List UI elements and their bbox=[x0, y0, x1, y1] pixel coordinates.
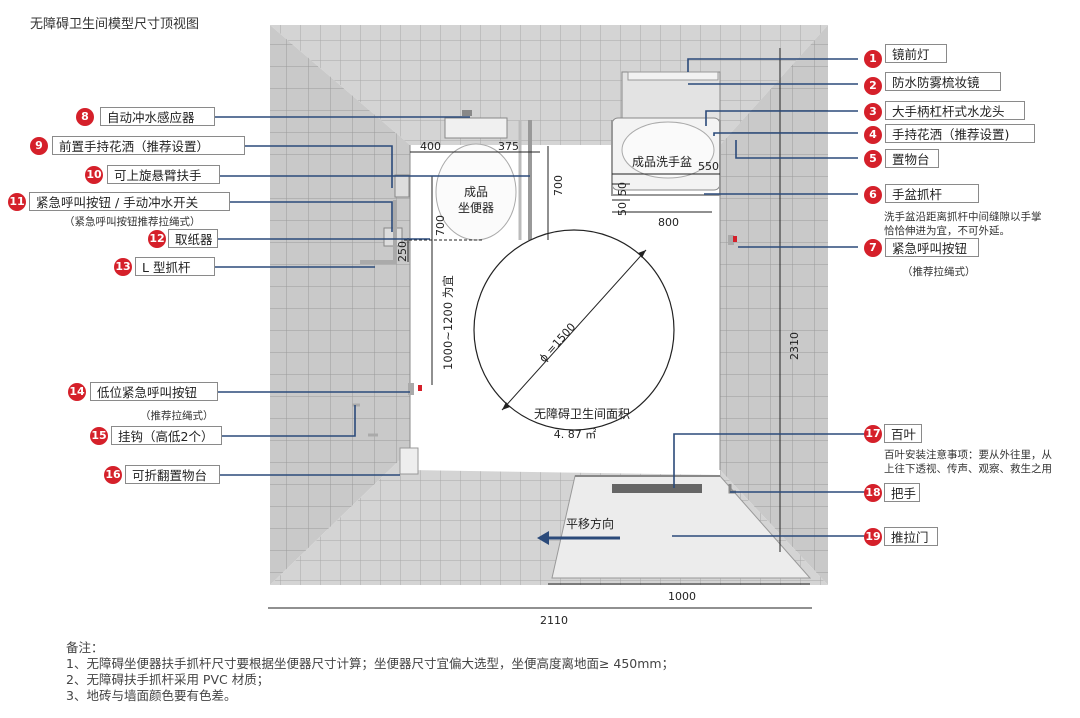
marker-18: 18 bbox=[864, 484, 882, 502]
remark-1: 1、无障碍坐便器扶手抓杆尺寸要根据坐便器尺寸计算；坐便器尺寸宜偏大选型，坐便高度… bbox=[66, 656, 675, 671]
toilet-label-1: 成品 bbox=[464, 185, 488, 199]
label-l-grab-bar: L 型抓杆 bbox=[135, 257, 215, 276]
label-sink-grab-bar: 手盆抓杆 bbox=[885, 184, 979, 203]
dim-550: 550 bbox=[698, 160, 719, 173]
label-mirror: 防水防雾梳妆镜 bbox=[885, 72, 1001, 91]
note-pull-cord-14: （推荐拉绳式） bbox=[140, 410, 214, 422]
marker-16: 16 bbox=[104, 466, 122, 484]
label-storage-shelf: 置物台 bbox=[885, 149, 939, 168]
louver bbox=[612, 484, 702, 493]
marker-15: 15 bbox=[90, 427, 108, 445]
flush-button bbox=[394, 174, 410, 198]
floor-bottom bbox=[410, 450, 720, 475]
dim-1000-1200: 1000~1200 为宜 bbox=[441, 275, 455, 370]
note-louver-2: 上往下透视、传声、观察、救生之用 bbox=[884, 463, 1052, 475]
right-wall bbox=[720, 25, 828, 585]
sensor bbox=[462, 110, 472, 116]
label-louver: 百叶 bbox=[884, 424, 922, 443]
marker-17: 17 bbox=[864, 425, 882, 443]
turning-circle bbox=[473, 229, 675, 431]
label-front-handheld-shower: 前置手持花洒（推荐设置） bbox=[52, 136, 245, 155]
sink-label: 成品洗手盆 bbox=[632, 155, 692, 169]
note-pull-cord-11: （紧急呼叫按钮推荐拉绳式） bbox=[64, 216, 201, 228]
dim-2310: 2310 bbox=[788, 332, 801, 360]
dim-2110: 2110 bbox=[540, 614, 568, 627]
marker-6: 6 bbox=[864, 186, 882, 204]
marker-2: 2 bbox=[864, 77, 882, 95]
remark-2: 2、无障碍扶手抓杆采用 PVC 材质； bbox=[66, 672, 270, 687]
toilet-tank bbox=[444, 117, 508, 139]
note-pull-cord-7: （推荐拉绳式） bbox=[902, 266, 976, 278]
sink-grab-bar bbox=[611, 120, 721, 196]
note-sink-gap-1: 洗手盆沿距离抓杆中间缝隙以手掌 bbox=[884, 211, 1042, 223]
marker-9: 9 bbox=[30, 137, 48, 155]
marker-14: 14 bbox=[68, 383, 86, 401]
diameter-line bbox=[501, 249, 647, 411]
marker-4: 4 bbox=[864, 126, 882, 144]
marker-7: 7 bbox=[864, 239, 882, 257]
marker-1: 1 bbox=[864, 50, 882, 68]
label-handle: 把手 bbox=[884, 483, 920, 502]
label-folding-shelf: 可折翻置物台 bbox=[125, 465, 220, 484]
dim-250: 250 bbox=[396, 241, 409, 262]
marker-10: 10 bbox=[85, 166, 103, 184]
label-call-button: 紧急呼叫按钮 bbox=[885, 238, 979, 257]
mirror-light bbox=[627, 71, 719, 81]
folding-shelf bbox=[399, 447, 419, 475]
dim-50a: 50 bbox=[616, 182, 629, 196]
marker-8: 8 bbox=[76, 108, 94, 126]
note-louver-1: 百叶安装注意事项：要从外往里，从 bbox=[884, 449, 1052, 461]
remarks-heading: 备注： bbox=[66, 640, 104, 655]
marker-11: 11 bbox=[8, 193, 26, 211]
left-wall bbox=[270, 25, 410, 585]
dim-400: 400 bbox=[420, 140, 441, 153]
label-swing-arm-handrail: 可上旋悬臂扶手 bbox=[107, 165, 220, 184]
note-sink-gap-2: 恰恰伸进为宜，不可外延。 bbox=[884, 225, 1010, 237]
dim-700-left: 700 bbox=[434, 215, 447, 236]
remark-3: 3、地砖与墙面颜色要有色差。 bbox=[66, 688, 237, 703]
area-value: 4. 87 ㎡ bbox=[554, 428, 597, 441]
label-low-call-button: 低位紧急呼叫按钮 bbox=[90, 382, 218, 401]
label-mirror-light: 镜前灯 bbox=[885, 44, 947, 63]
remarks-block: 备注： 1、无障碍坐便器扶手抓杆尺寸要根据坐便器尺寸计算；坐便器尺寸宜偏大选型，… bbox=[66, 640, 674, 704]
marker-12: 12 bbox=[148, 230, 166, 248]
call-button-right bbox=[728, 235, 734, 245]
label-hooks: 挂钩（高低2个） bbox=[111, 426, 222, 445]
label-auto-flush-sensor: 自动冲水感应器 bbox=[100, 107, 215, 126]
label-handheld-shower: 手持花洒（推荐设置) bbox=[885, 124, 1035, 143]
dim-50b: 50 bbox=[616, 202, 629, 216]
toilet-label-2: 坐便器 bbox=[458, 201, 494, 215]
marker-13: 13 bbox=[114, 258, 132, 276]
sink-bowl bbox=[621, 121, 715, 179]
hook bbox=[352, 403, 378, 437]
dim-375: 375 bbox=[498, 140, 519, 153]
label-call-button-flush-switch: 紧急呼叫按钮 / 手动冲水开关 bbox=[29, 192, 230, 211]
marker-19: 19 bbox=[864, 528, 882, 546]
l-grab-bar bbox=[360, 200, 397, 264]
label-paper-holder: 取纸器 bbox=[168, 229, 218, 248]
label-sliding-door: 推拉门 bbox=[884, 527, 938, 546]
marker-5: 5 bbox=[864, 150, 882, 168]
page-title: 无障碍卫生间模型尺寸顶视图 bbox=[30, 17, 200, 32]
low-call-button bbox=[408, 383, 414, 395]
dim-700-right: 700 bbox=[552, 175, 565, 196]
dim-800: 800 bbox=[658, 216, 679, 229]
area-title: 无障碍卫生间面积 bbox=[534, 406, 630, 421]
dim-1000: 1000 bbox=[668, 590, 696, 603]
marker-3: 3 bbox=[864, 103, 882, 121]
move-label: 平移方向 bbox=[566, 516, 614, 531]
label-lever-faucet: 大手柄杠杆式水龙头 bbox=[885, 101, 1025, 120]
